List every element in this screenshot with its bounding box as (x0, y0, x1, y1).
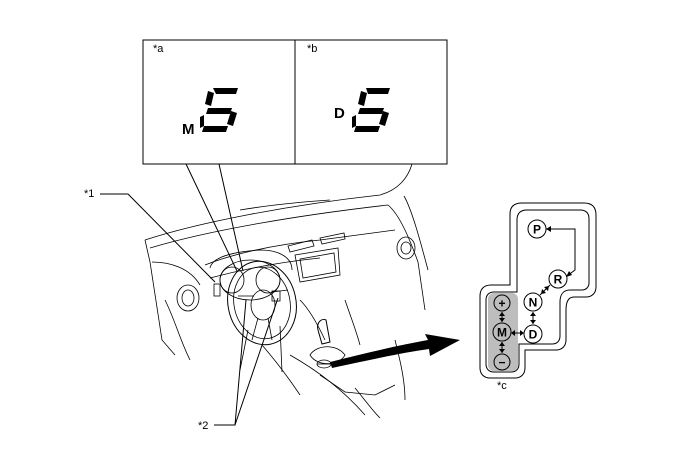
callout-b: *b (307, 43, 317, 55)
mode-letter-d: D (334, 105, 345, 122)
callout-a: *a (153, 43, 164, 55)
shift-lever (317, 319, 331, 345)
gear-r-circle (548, 269, 568, 289)
p-to-r-path (546, 228, 576, 277)
shift-gate: P R N D M + − (479, 202, 597, 379)
gear-r-label: R (554, 273, 563, 287)
mode-letter-m: M (182, 121, 195, 138)
display-panel-a: *a M (142, 39, 296, 165)
gear-minus-label: − (498, 356, 505, 370)
callout-c: *c (497, 380, 507, 392)
callout-1: *1 (84, 188, 94, 200)
leader-line-1 (100, 193, 216, 283)
gear-n-circle (523, 292, 543, 312)
paddle-right (271, 290, 281, 302)
callout-2: *2 (198, 420, 208, 432)
car-interior-illustration (144, 163, 429, 419)
paddle-left (213, 283, 221, 297)
gear-p-label: P (533, 223, 541, 237)
gear-plus-label: + (498, 297, 505, 311)
gear-m-circle (492, 322, 512, 342)
pointer-arrow (330, 334, 460, 368)
gear-m-label: M (497, 326, 507, 340)
gear-minus-circle (493, 353, 511, 371)
gear-d-circle (523, 324, 543, 344)
gear-digit-5-b (352, 88, 390, 132)
display-panel-b: *b D (294, 39, 448, 165)
gear-digit-5-a (200, 88, 238, 132)
gear-d-label: D (529, 328, 538, 342)
callout-pointer (185, 163, 244, 272)
gear-n-label: N (529, 296, 538, 310)
manual-gate-highlight (488, 293, 518, 371)
gear-plus-circle (493, 294, 511, 312)
leader-line-2 (214, 297, 279, 426)
